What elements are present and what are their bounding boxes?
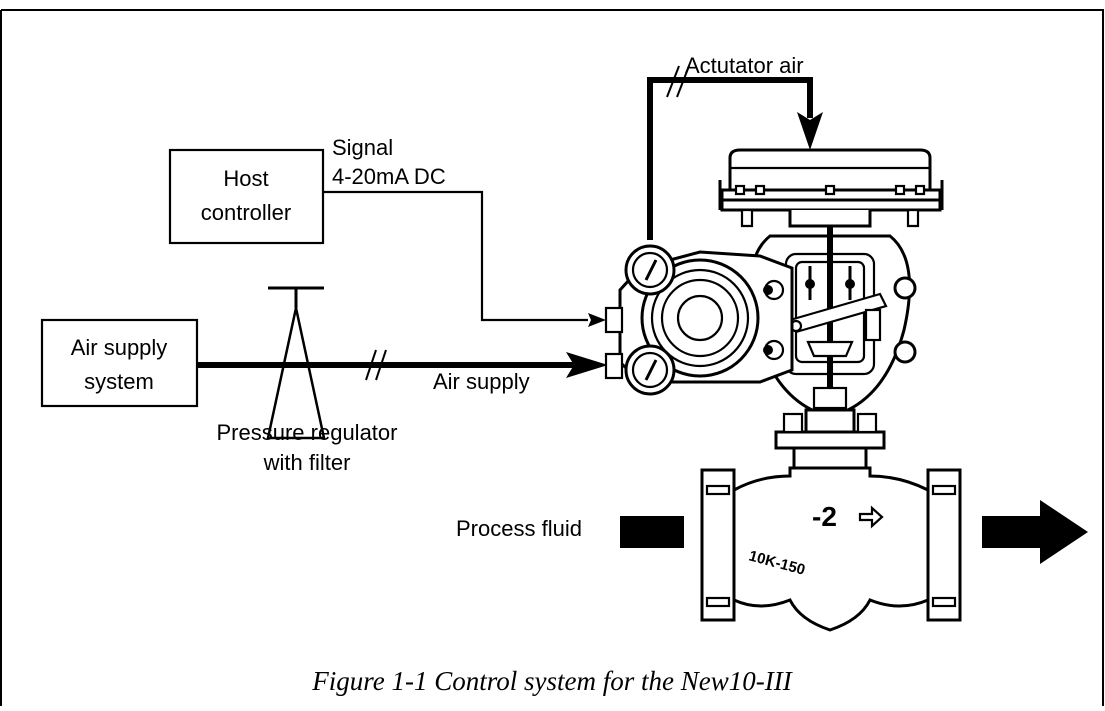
figure-caption: Figure 1-1 Control system for the New10-… (311, 666, 793, 696)
host-controller-label-line2: controller (201, 200, 291, 225)
host-controller-label-line1: Host (223, 166, 268, 191)
air-supply-system-label-line2: system (84, 369, 154, 394)
signal-label-line1: Signal (332, 135, 393, 160)
signal-line: Signal 4-20mA DC (323, 135, 606, 327)
valve-body: -2 10K-150 (700, 466, 962, 632)
pressure-regulator-label-line1: Pressure regulator (217, 420, 398, 445)
process-fluid-flow: Process fluid (456, 500, 1088, 564)
air-supply-label: Air supply (433, 369, 530, 394)
process-fluid-label: Process fluid (456, 516, 582, 541)
air-supply-system-label-line1: Air supply (71, 335, 168, 360)
signal-label-line2: 4-20mA DC (332, 164, 446, 189)
air-supply-system-box: Air supply system (40, 318, 199, 408)
actuator-air-line: Actutator air (647, 53, 823, 240)
actuator-air-label: Actutator air (685, 53, 804, 78)
pressure-regulator-label-line2: with filter (263, 450, 351, 475)
actuator-diaphragm (718, 148, 944, 228)
control-valve: -2 10K-150 (604, 148, 962, 632)
positioner (604, 244, 794, 396)
host-controller-box: Host controller (168, 148, 325, 245)
valve-bonnet (774, 408, 886, 470)
valve-size-marking: -2 (812, 501, 837, 532)
pressure-regulator-symbol: Pressure regulator with filter (217, 286, 398, 475)
air-supply-line: Air supply (197, 349, 608, 394)
frame (0, 9, 1104, 706)
